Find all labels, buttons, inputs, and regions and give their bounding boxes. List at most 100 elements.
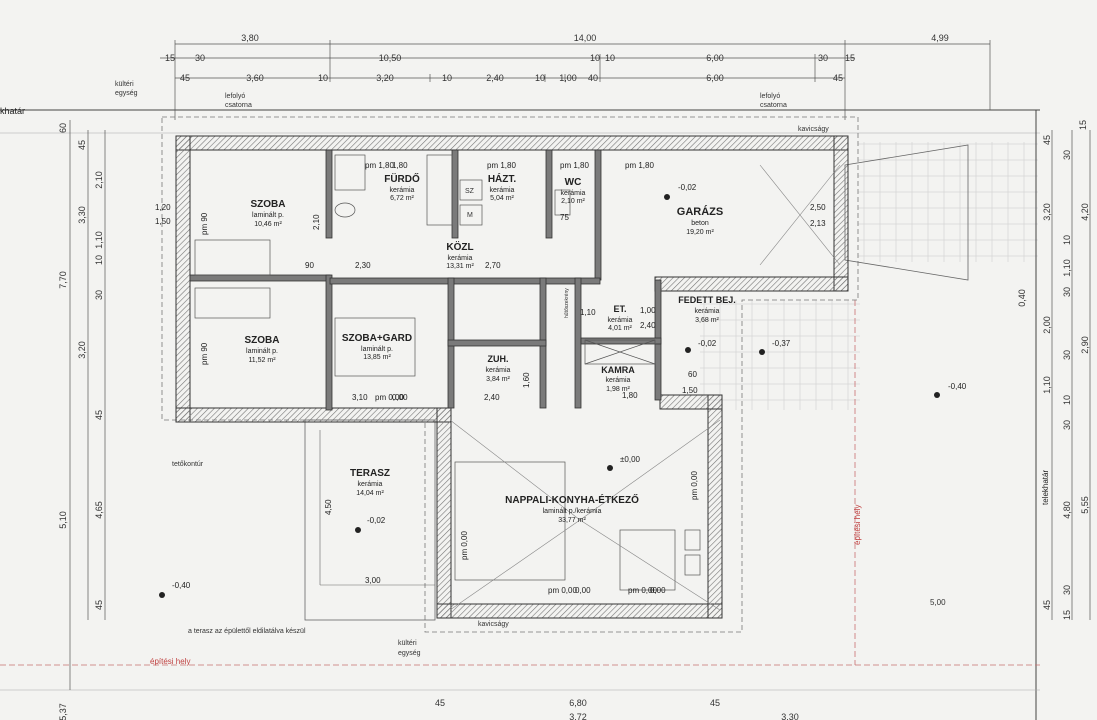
dim-row3-5: 10 <box>442 73 452 83</box>
room-szoba-2: SZOBA laminált p. 11,52 m² <box>245 335 280 364</box>
dim-right-7: 1,10 <box>1062 259 1072 277</box>
door-mark: 1,80 <box>622 391 638 400</box>
dim-top-2: 14,00 <box>574 33 597 43</box>
dim-right-18: 30 <box>1062 585 1072 595</box>
note-m: M <box>467 212 473 219</box>
dim-row2-8: 15 <box>845 53 855 63</box>
dim-row3-10: 6,00 <box>706 73 724 83</box>
room-kamra: KAMRA kerámia 1,98 m² <box>601 365 635 393</box>
room-garazs: GARÁZS beton 19,20 m² <box>677 205 723 236</box>
dim-right-6: 10 <box>1062 235 1072 245</box>
dim-bottom-2: 6,80 <box>569 698 587 708</box>
dim-right-2: 45 <box>1042 135 1052 145</box>
note-hutoszekreny: hűtőszekrény <box>564 288 570 318</box>
dim-right-8: 30 <box>1062 287 1072 297</box>
door-mark: 60 <box>688 370 697 379</box>
dim-row2-5: 10 <box>605 53 615 63</box>
dim-row3-6: 2,40 <box>486 73 504 83</box>
note-csatorna-2: csatorna <box>760 102 787 109</box>
door-mark: 0,00 <box>392 393 408 402</box>
svg-text:laminált p.: laminált p. <box>361 346 393 353</box>
room-nappali: NAPPALI-KONYHA-ÉTKEZŐ laminált p./kerámi… <box>505 493 639 524</box>
door-mark: 0,00 <box>575 586 591 595</box>
dim-row3-2: 3,60 <box>246 73 264 83</box>
door-mark: 2,40 <box>640 321 656 330</box>
svg-text:TERASZ: TERASZ <box>350 468 390 479</box>
dim-bottom-4: 3,72 <box>569 712 587 720</box>
svg-text:HÁZT.: HÁZT. <box>488 172 517 185</box>
note-lefolyo: lefolyó <box>225 93 245 100</box>
svg-text:10,46 m²: 10,46 m² <box>254 221 282 228</box>
dim-bottom-1: 45 <box>435 698 445 708</box>
level-marker: -0,02 <box>678 183 697 192</box>
svg-text:beton: beton <box>691 220 709 227</box>
dim-row2-2: 30 <box>195 53 205 63</box>
svg-text:kerámia: kerámia <box>448 255 473 262</box>
dim-left-7: 7,70 <box>58 271 68 289</box>
dim-right-16: 4,80 <box>1062 501 1072 519</box>
room-wc: WC kerámia 2,10 m² <box>561 177 586 205</box>
svg-text:laminált p.: laminált p. <box>246 348 278 355</box>
pm-label: pm 1,80 <box>365 161 394 170</box>
svg-text:FÜRDŐ: FÜRDŐ <box>384 172 420 185</box>
door-mark: 3,10 <box>352 393 368 402</box>
dim-row2-7: 30 <box>818 53 828 63</box>
dim-left-3: 2,10 <box>94 171 104 189</box>
door-mark: 1,00 <box>640 306 656 315</box>
svg-text:kerámia: kerámia <box>390 187 415 194</box>
label-telekhatar-left: khatár <box>0 106 25 116</box>
room-terasz: TERASZ kerámia 14,04 m² <box>350 468 390 497</box>
svg-text:laminált p./kerámia: laminált p./kerámia <box>543 508 602 515</box>
dim-right-19: 45 <box>1042 600 1052 610</box>
pm-label: pm 0,00 <box>628 586 657 595</box>
dim-right-13: 1,10 <box>1042 376 1052 394</box>
pm-label: pm 90 <box>200 212 209 235</box>
dim-left-10: 45 <box>94 410 104 420</box>
level-marker: -0,40 <box>172 581 191 590</box>
dim-bottom-3: 45 <box>710 698 720 708</box>
door-mark: 2,30 <box>355 261 371 270</box>
dim-left-2: 45 <box>77 140 87 150</box>
door-mark: 1,60 <box>522 372 531 388</box>
door-mark: 2,10 <box>312 214 321 230</box>
dim-row3-3: 10 <box>318 73 328 83</box>
svg-text:19,20 m²: 19,20 m² <box>686 229 714 236</box>
svg-text:kerámia: kerámia <box>606 377 631 384</box>
note-lefolyo-2: lefolyó <box>760 93 780 100</box>
svg-text:kerámia: kerámia <box>358 481 383 488</box>
roof-outline <box>161 116 859 633</box>
svg-text:laminált p.: laminált p. <box>252 212 284 219</box>
dim-row2-3: 10,50 <box>379 53 402 63</box>
furniture <box>194 154 701 591</box>
svg-text:kerámia: kerámia <box>695 308 720 315</box>
door-mark: 2,50 <box>810 203 826 212</box>
svg-text:3,68 m²: 3,68 m² <box>695 317 719 324</box>
svg-text:4,01 m²: 4,01 m² <box>608 325 632 332</box>
dim-top-1: 3,80 <box>241 33 259 43</box>
svg-text:6,72 m²: 6,72 m² <box>390 195 414 202</box>
dim-row3-4: 3,20 <box>376 73 394 83</box>
dim-left-9: 3,20 <box>77 341 87 359</box>
dim-row2-4: 10 <box>590 53 600 63</box>
pm-label: pm 0,00 <box>460 531 469 560</box>
dim-right-5: 4,20 <box>1080 203 1090 221</box>
dim-right-20: 15 <box>1062 610 1072 620</box>
note-csatorna: csatorna <box>225 102 252 109</box>
door-mark: 4,50 <box>324 499 333 515</box>
level-marker: -0,02 <box>367 516 386 525</box>
svg-text:1,98 m²: 1,98 m² <box>606 386 630 393</box>
pm-label: pm 0,00 <box>690 471 699 500</box>
pm-label: pm 1,80 <box>487 161 516 170</box>
room-et: ET. kerámia 4,01 m² <box>608 304 633 332</box>
dim-right-3: 30 <box>1062 150 1072 160</box>
dim-right-1: 15 <box>1078 120 1088 130</box>
svg-text:ET.: ET. <box>613 304 626 314</box>
door-mark: 0,00 <box>650 586 666 595</box>
exterior-walls <box>175 135 849 619</box>
dim-row3-1: 45 <box>180 73 190 83</box>
note-kulteri-2: kültéri <box>398 640 417 647</box>
dim-row3-7: 10 <box>535 73 545 83</box>
svg-text:3,84 m²: 3,84 m² <box>486 376 510 383</box>
dim-left-12: 5,10 <box>58 511 68 529</box>
level-marker: -0,40 <box>948 382 967 391</box>
